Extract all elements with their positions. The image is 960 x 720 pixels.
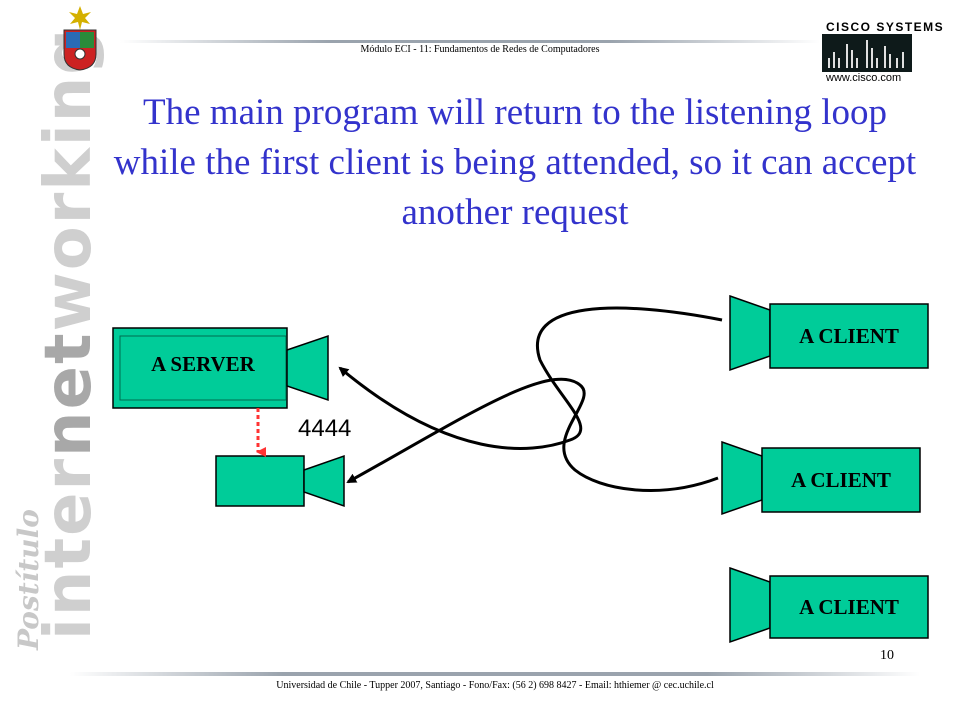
brand-net: net: [32, 331, 106, 457]
header-course: Módulo ECI - 11: Fundamentos de Redes de…: [360, 44, 600, 55]
client-node-3: [729, 566, 929, 644]
slide-title: The main program will return to the list…: [113, 92, 917, 233]
cisco-logo-text: CISCO SYSTEMS: [826, 20, 945, 34]
brand-inter: inter: [32, 457, 106, 640]
client-label-3: A CLIENT: [799, 595, 899, 619]
client-node-2: [721, 440, 921, 516]
port-label: 4444: [298, 415, 352, 442]
client-label-1: A CLIENT: [799, 324, 899, 348]
connection-curve-server-client1: [338, 306, 723, 450]
university-crest-icon: [63, 6, 97, 71]
child-process-node: [215, 454, 345, 508]
footer-rule: [70, 672, 920, 676]
slide-number: 10: [880, 648, 894, 663]
svg-text:internetworking: internetworking: [32, 27, 106, 640]
header-rule: [120, 40, 820, 43]
client-node-1: [729, 294, 929, 372]
cisco-bars-icon: [822, 34, 912, 72]
server-label: A SERVER: [151, 352, 255, 376]
client-label-2: A CLIENT: [791, 468, 891, 492]
brand-postitulo: Postítulo: [12, 509, 45, 651]
server-node: [112, 327, 329, 409]
vertical-brand: internetworking Postítulo: [12, 27, 106, 651]
connection-curve-client2-child: [346, 377, 719, 492]
brand-working: working: [32, 27, 106, 332]
footer-text: Universidad de Chile - Tupper 2007, Sant…: [276, 680, 714, 691]
cisco-url: www.cisco.com: [826, 72, 902, 84]
